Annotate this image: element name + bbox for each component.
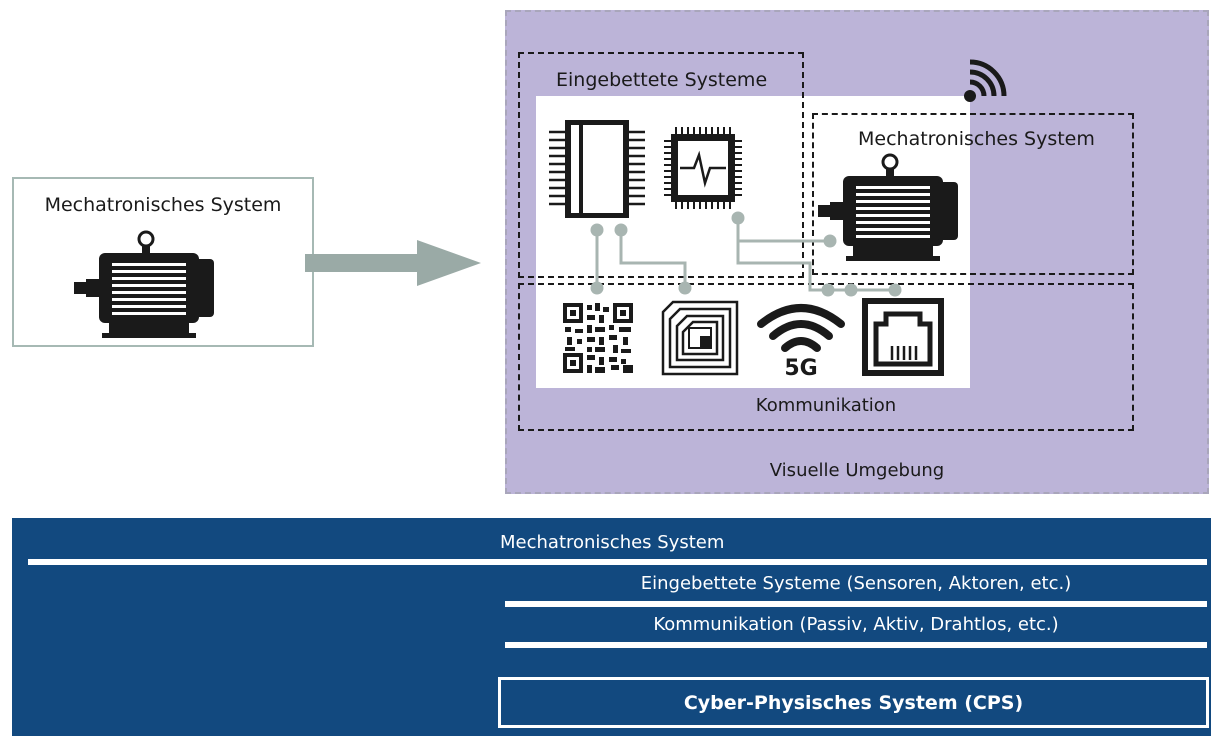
ic-chip-icon (549, 120, 645, 218)
embedded-systems-label: Eingebettete Systeme (556, 69, 768, 91)
layer-mechatronic-label: Mechatronisches System (500, 532, 725, 553)
transform-arrow (305, 240, 481, 286)
motor-icon (818, 152, 968, 262)
mechatronic-system-title: Mechatronisches System (44, 194, 282, 216)
mechatronic-system-group (812, 113, 1134, 275)
layer-communication-label: Kommunikation (Passiv, Aktiv, Drahtlos, … (653, 614, 1059, 635)
layer-embedded-bar (505, 601, 1207, 607)
embedded-systems-group (518, 52, 804, 278)
layer-stack (12, 518, 1211, 736)
layer-mechatronic-bar (28, 559, 1207, 565)
wifi-5g-icon: 5G (757, 304, 845, 378)
rfid-tag-icon (661, 300, 739, 376)
mechatronic-system-label: Mechatronisches System (858, 128, 1095, 150)
layer-communication-bar (505, 642, 1207, 648)
virtual-environment-label: Visuelle Umgebung (769, 460, 945, 481)
mechatronic-system-box: Mechatronisches System (12, 177, 314, 347)
layer-embedded-label: Eingebettete Systeme (Sensoren, Aktoren,… (640, 573, 1072, 594)
ethernet-port-icon (862, 298, 944, 376)
wireless-signal-icon (964, 59, 1007, 102)
communication-label: Kommunikation (755, 395, 897, 416)
qr-code-icon (563, 303, 633, 373)
5g-label: 5G (784, 356, 817, 378)
processor-chip-icon (664, 127, 742, 209)
cps-layer-box: Cyber-Physisches System (CPS) (498, 677, 1209, 728)
